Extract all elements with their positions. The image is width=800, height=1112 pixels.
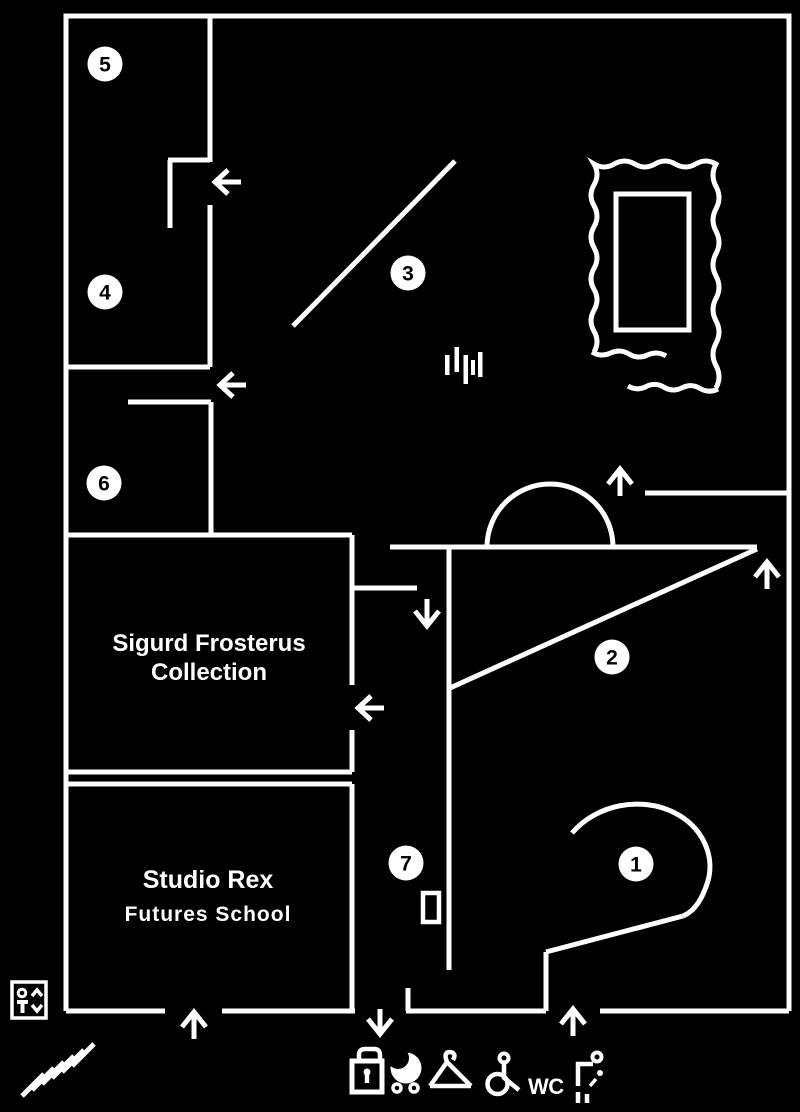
marker-number: 4: [99, 282, 111, 305]
sound-waves-icon: [445, 347, 483, 384]
wheelchair-icon: [485, 1051, 521, 1097]
marker-number: 7: [400, 853, 412, 876]
facility-icons: WC: [349, 1046, 604, 1103]
room-marker-1: 1: [618, 846, 654, 882]
arrow-left-room45-door: [211, 168, 241, 196]
arrow-up-studio-entrance: [180, 1007, 208, 1039]
baby-changing-icon: [575, 1050, 604, 1103]
marker-number: 3: [402, 263, 414, 286]
marker-number: 1: [630, 854, 642, 877]
elevator-icon: [10, 980, 48, 1020]
arrow-up-right-wall: [753, 557, 781, 589]
arrow-down-corridor: [413, 599, 441, 631]
arrow-up-apse: [606, 464, 634, 496]
room-marker-2: 2: [594, 639, 630, 675]
room-marker-3: 3: [390, 255, 426, 291]
marker-number: 6: [98, 473, 110, 496]
outer-walls: [63, 13, 792, 1014]
arrow-left-sigurd-door: [354, 694, 384, 722]
coat-hanger-icon: [428, 1049, 473, 1089]
arrow-left-room6-door: [216, 371, 246, 399]
marker-circle: [618, 846, 654, 882]
marker-circle: [86, 465, 122, 501]
room-marker-4: 4: [87, 274, 123, 310]
door-icon: [420, 890, 442, 925]
room-marker-6: 6: [86, 465, 122, 501]
wc-label: WC: [528, 1074, 564, 1099]
studio-room-label-line1: Studio Rex: [143, 866, 274, 894]
sigurd-room-label-line2: Collection: [151, 659, 267, 686]
room-marker-7: 7: [388, 845, 424, 881]
artwork-stamp-icon: [587, 157, 722, 394]
stairs-icon: [20, 1042, 96, 1098]
lock-icon: [349, 1046, 385, 1095]
stroller-icon: [387, 1047, 422, 1094]
inner-walls: [66, 16, 789, 1011]
marker-circle: [388, 845, 424, 881]
studio-room-label-line2: Futures School: [125, 903, 292, 926]
marker-circle: [87, 274, 123, 310]
room-marker-5: 5: [87, 46, 123, 82]
marker-circle: [390, 255, 426, 291]
apse-curve: [484, 481, 616, 548]
marker-number: 2: [606, 647, 618, 670]
marker-circle: [87, 46, 123, 82]
sigurd-room-label-line1: Sigurd Frosterus: [112, 630, 305, 657]
marker-number: 5: [99, 54, 111, 77]
arrow-down-bottom-exit: [366, 1009, 394, 1039]
room1-spiral-curve: [570, 801, 713, 919]
marker-circle: [594, 639, 630, 675]
arrow-up-main-entrance: [559, 1004, 587, 1036]
